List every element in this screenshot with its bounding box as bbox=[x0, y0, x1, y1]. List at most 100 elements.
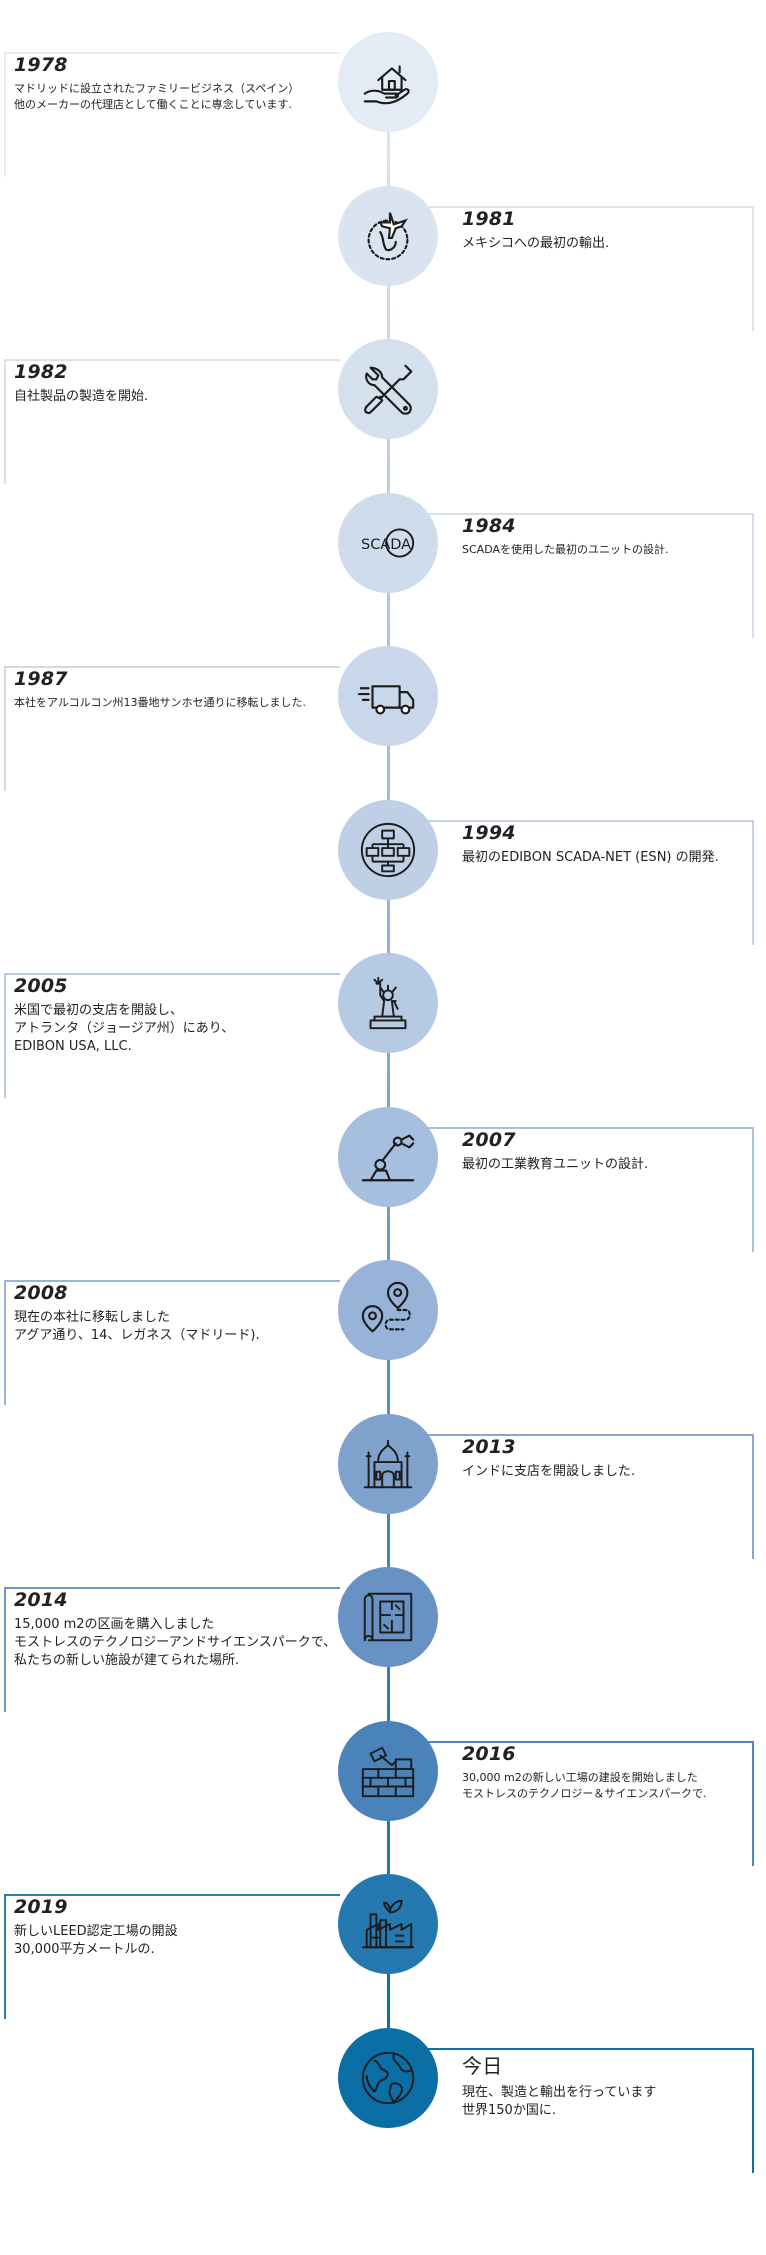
timeline-entry-0: 1978 マドリッドに設立されたファミリービジネス（スペイン） 他のメーカーの代理… bbox=[0, 32, 766, 177]
timeline-connector bbox=[420, 1434, 754, 1436]
timeline-description: マドリッドに設立されたファミリービジネス（スペイン） 他のメーカーの代理店として… bbox=[14, 82, 300, 111]
scada-logo-text: SCADA bbox=[361, 537, 411, 553]
timeline-description: メキシコへの最初の輸出. bbox=[462, 236, 610, 251]
timeline-description: インドに支店を開設しました. bbox=[462, 1464, 636, 1479]
brick-wall-icon bbox=[357, 1740, 419, 1802]
scada-logo-icon: SCADA bbox=[357, 512, 419, 574]
timeline-bracket-line bbox=[752, 1741, 754, 1866]
timeline-year: 1982 bbox=[14, 361, 68, 383]
network-diagram-icon bbox=[357, 819, 419, 881]
robotic-arm-icon bbox=[357, 1126, 419, 1188]
timeline-entry-text: 2013 インドに支店を開設しました. bbox=[462, 1436, 758, 1481]
timeline-entry-11: 2016 30,000 m2の新しい工場の建設を開始しました モストレスのテクノロ… bbox=[0, 1721, 766, 1866]
timeline-bracket-line bbox=[752, 1434, 754, 1559]
green-factory-icon bbox=[357, 1893, 419, 1955]
taj-mahal-icon bbox=[357, 1433, 419, 1495]
timeline-description: SCADAを使用した最初のユニットの設計. bbox=[462, 543, 669, 556]
timeline-entry-text: 2005 米国で最初の支店を開設し、 アトランタ（ジョージア州）にあり、 EDIB… bbox=[14, 975, 344, 1056]
timeline-year: 2005 bbox=[14, 975, 68, 997]
timeline-entry-text: 1981 メキシコへの最初の輸出. bbox=[462, 208, 758, 253]
timeline-spine bbox=[387, 68, 390, 2058]
timeline-entry-text: 今日現在、製造と輸出を行っています 世界150か国に. bbox=[462, 2050, 758, 2120]
timeline-year: 2016 bbox=[462, 1743, 516, 1765]
timeline-milestone-circle: SCADA bbox=[338, 493, 438, 593]
timeline-year: 2014 bbox=[14, 1589, 68, 1611]
timeline-year: 1981 bbox=[462, 208, 516, 230]
timeline-year: 2007 bbox=[462, 1129, 516, 1151]
timeline-milestone-circle bbox=[338, 1874, 438, 1974]
timeline-entry-9: 2013 インドに支店を開設しました. bbox=[0, 1414, 766, 1559]
timeline-description: 最初の工業教育ユニットの設計. bbox=[462, 1157, 649, 1172]
timeline-year: 1994 bbox=[462, 822, 516, 844]
timeline-year: 2019 bbox=[14, 1896, 68, 1918]
timeline-entry-5: 1994 最初のEDIBON SCADA-NET (ESN) の開発. bbox=[0, 800, 766, 945]
timeline-description: 現在、製造と輸出を行っています 世界150か国に. bbox=[462, 2085, 657, 2118]
timeline-description: 30,000 m2の新しい工場の建設を開始しました モストレスのテクノロジー＆サ… bbox=[462, 1771, 707, 1800]
timeline-connector bbox=[4, 1280, 340, 1282]
timeline-connector bbox=[4, 359, 340, 361]
timeline-year: 今日 bbox=[462, 2054, 503, 2078]
timeline-year: 1984 bbox=[462, 515, 516, 537]
timeline-year: 1987 bbox=[14, 668, 68, 690]
timeline-entry-13: 今日現在、製造と輸出を行っています 世界150か国に. bbox=[0, 2028, 766, 2173]
timeline-connector bbox=[4, 973, 340, 975]
timeline-bracket-line bbox=[752, 2048, 754, 2173]
timeline-milestone-circle bbox=[338, 339, 438, 439]
timeline-entry-1: 1981 メキシコへの最初の輸出. bbox=[0, 186, 766, 331]
timeline-entry-text: 2007 最初の工業教育ユニットの設計. bbox=[462, 1129, 758, 1174]
timeline-milestone-circle bbox=[338, 1414, 438, 1514]
timeline-connector bbox=[420, 820, 754, 822]
timeline-year: 2008 bbox=[14, 1282, 68, 1304]
earth-globe-icon bbox=[357, 2047, 419, 2109]
timeline-bracket-line bbox=[4, 1587, 6, 1712]
timeline-bracket-line bbox=[4, 1894, 6, 2019]
timeline-connector bbox=[4, 52, 340, 54]
timeline-year: 1978 bbox=[14, 54, 68, 76]
timeline-connector bbox=[420, 206, 754, 208]
timeline-milestone-circle bbox=[338, 953, 438, 1053]
timeline-milestone-circle bbox=[338, 186, 438, 286]
statue-of-liberty-icon bbox=[357, 972, 419, 1034]
timeline-description: 最初のEDIBON SCADA-NET (ESN) の開発. bbox=[462, 850, 719, 865]
timeline-entry-7: 2007 最初の工業教育ユニットの設計. bbox=[0, 1107, 766, 1252]
timeline-description: 15,000 m2の区画を購入しました モストレスのテクノロジーアンドサイエンス… bbox=[14, 1617, 337, 1668]
delivery-truck-icon bbox=[357, 665, 419, 727]
timeline-bracket-line bbox=[4, 1280, 6, 1405]
floor-plan-icon bbox=[357, 1586, 419, 1648]
timeline-connector bbox=[420, 1127, 754, 1129]
timeline-milestone-circle bbox=[338, 800, 438, 900]
timeline-entry-text: 2016 30,000 m2の新しい工場の建設を開始しました モストレスのテクノロ… bbox=[462, 1743, 758, 1802]
timeline-connector bbox=[4, 1587, 340, 1589]
timeline-bracket-line bbox=[752, 513, 754, 638]
timeline-bracket-line bbox=[752, 1127, 754, 1252]
timeline-bracket-line bbox=[4, 52, 6, 177]
timeline-description: 新しいLEED認定工場の開設 30,000平方メートルの. bbox=[14, 1924, 178, 1957]
timeline-milestone-circle bbox=[338, 1567, 438, 1667]
route-map-icon bbox=[357, 1279, 419, 1341]
timeline-bracket-line bbox=[4, 973, 6, 1098]
timeline-connector bbox=[420, 1741, 754, 1743]
timeline-entry-text: 2019 新しいLEED認定工場の開設 30,000平方メートルの. bbox=[14, 1896, 344, 1959]
timeline-entry-text: 2014 15,000 m2の区画を購入しました モストレスのテクノロジーアンドサ… bbox=[14, 1589, 344, 1670]
timeline-entry-10: 2014 15,000 m2の区画を購入しました モストレスのテクノロジーアンドサ… bbox=[0, 1567, 766, 1712]
timeline-milestone-circle bbox=[338, 1721, 438, 1821]
timeline-entry-text: 1994 最初のEDIBON SCADA-NET (ESN) の開発. bbox=[462, 822, 758, 867]
timeline-year: 2013 bbox=[462, 1436, 516, 1458]
timeline-bracket-line bbox=[4, 666, 6, 791]
timeline-connector bbox=[420, 2048, 754, 2050]
timeline-entry-text: 1978 マドリッドに設立されたファミリービジネス（スペイン） 他のメーカーの代理… bbox=[14, 54, 344, 113]
timeline-description: 米国で最初の支店を開設し、 アトランタ（ジョージア州）にあり、 EDIBON U… bbox=[14, 1003, 235, 1054]
timeline-milestone-circle bbox=[338, 2028, 438, 2128]
timeline-bracket-line bbox=[752, 206, 754, 331]
timeline-entry-12: 2019 新しいLEED認定工場の開設 30,000平方メートルの. bbox=[0, 1874, 766, 2019]
timeline-bracket-line bbox=[752, 820, 754, 945]
